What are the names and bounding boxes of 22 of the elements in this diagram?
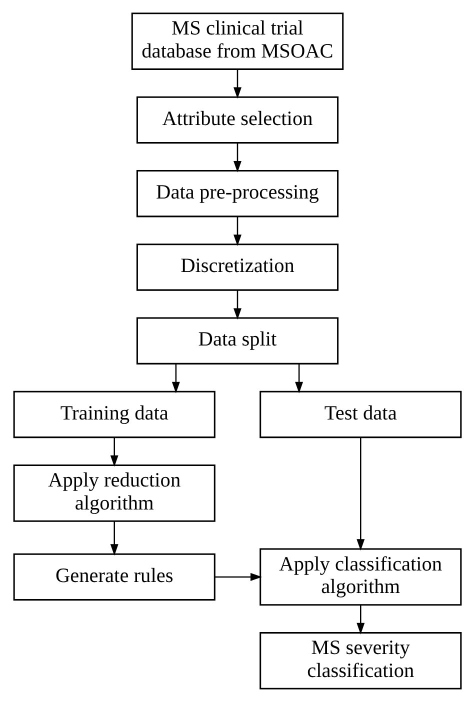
arrow bbox=[233, 142, 241, 172]
arrow bbox=[214, 572, 262, 581]
node-box: MS severity classification bbox=[259, 632, 462, 690]
node-box: Apply classification algorithm bbox=[259, 548, 462, 606]
arrow bbox=[233, 216, 241, 246]
node-box: MS clinical trial database from MSOAC bbox=[130, 12, 344, 70]
arrow bbox=[356, 605, 364, 634]
arrow bbox=[356, 437, 364, 551]
node-box: Data split bbox=[136, 317, 338, 364]
arrow bbox=[233, 290, 241, 320]
arrow bbox=[110, 522, 118, 556]
node-box: Attribute selection bbox=[136, 96, 338, 144]
node-box: Test data bbox=[259, 390, 462, 438]
arrow bbox=[171, 364, 180, 394]
node-box: Training data bbox=[12, 390, 215, 438]
node-box: Discretization bbox=[136, 244, 338, 291]
arrow bbox=[233, 69, 241, 99]
node-box: Generate rules bbox=[12, 553, 215, 601]
node-box: Data pre-processing bbox=[136, 170, 338, 218]
arrow bbox=[110, 438, 118, 467]
node-box: Apply reduction algorithm bbox=[12, 464, 215, 522]
arrow bbox=[294, 364, 303, 394]
